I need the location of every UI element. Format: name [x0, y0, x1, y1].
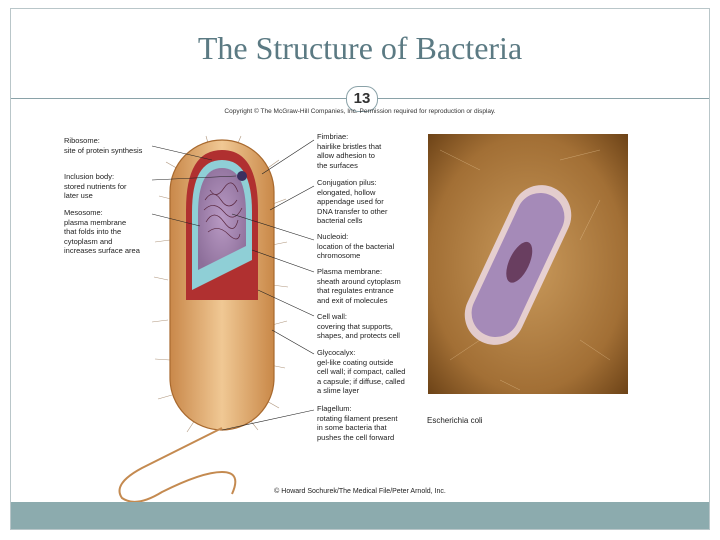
label-text: increases surface area	[64, 246, 140, 255]
photo-credit: © Howard Sochurek/The Medical File/Peter…	[274, 488, 446, 495]
label-text: in some bacteria that	[317, 423, 387, 432]
label-heading: Flagellum:	[317, 404, 352, 413]
label-text: plasma membrane	[64, 217, 127, 227]
micrograph-cell	[464, 185, 572, 345]
label-text: stored nutrients for	[64, 181, 127, 191]
label-text: elongated, hollow	[317, 187, 376, 197]
label-text: location of the bacterial	[317, 241, 395, 251]
label-heading: Glycocalyx:	[317, 348, 356, 357]
label-inclusion-body: Inclusion body: stored nutrients for lat…	[64, 172, 127, 201]
label-text: DNA transfer to other	[317, 206, 388, 216]
copyright-notice: Copyright © The McGraw-Hill Companies, I…	[224, 108, 496, 115]
leader-lines	[151, 139, 315, 431]
label-nucleoid: Nucleoid: location of the bacterial chro…	[317, 232, 394, 261]
label-text: a slime layer	[317, 386, 360, 395]
label-heading: Inclusion body:	[64, 172, 115, 181]
nucleoid-strands	[203, 182, 243, 240]
label-plasma-membrane: Plasma membrane: sheath around cytoplasm…	[317, 267, 401, 305]
label-text: a capsule; if diffuse, called	[317, 376, 405, 386]
page-number-badge: 13	[346, 86, 378, 112]
label-text: bacterial cells	[317, 216, 363, 225]
label-text: that regulates entrance	[317, 286, 394, 295]
label-text: covering that supports,	[317, 321, 393, 331]
flagellum-shape	[118, 427, 237, 503]
footer-bar	[11, 502, 709, 529]
label-heading: Nucleoid:	[317, 232, 349, 241]
label-text: cell wall; if compact, called	[317, 367, 406, 376]
label-glycocalyx: Glycocalyx: gel-like coating outside cel…	[317, 348, 405, 396]
label-text: gel-like coating outside	[317, 357, 394, 367]
micrograph-caption: Escherichia coli	[427, 416, 483, 425]
label-text: rotating filament present	[317, 413, 398, 423]
label-flagellum: Flagellum: rotating filament present in …	[317, 404, 397, 442]
label-text: that folds into the	[64, 227, 122, 236]
label-ribosome: Ribosome: site of protein synthesis	[64, 136, 142, 155]
label-cell-wall: Cell wall: covering that supports, shape…	[317, 312, 400, 341]
label-text: site of protein synthesis	[64, 145, 143, 155]
label-text: appendage used for	[317, 197, 384, 206]
label-heading: Mesosome:	[64, 208, 103, 217]
label-conjugation-pilus: Conjugation pilus: elongated, hollow app…	[317, 178, 387, 226]
label-heading: Ribosome:	[64, 136, 100, 145]
label-mesosome: Mesosome: plasma membrane that folds int…	[64, 208, 140, 256]
label-heading: Plasma membrane:	[317, 267, 383, 276]
label-text: later use	[64, 191, 93, 200]
label-text: allow adhesion to	[317, 151, 375, 160]
label-text: the surfaces	[317, 160, 358, 170]
label-text: sheath around cytoplasm	[317, 276, 401, 286]
label-text: cytoplasm and	[64, 236, 113, 246]
label-fimbriae: Fimbriae: hairlike bristles that allow a…	[317, 132, 381, 170]
label-text: hairlike bristles that	[317, 141, 382, 151]
micrograph-texture	[439, 149, 611, 391]
slide-title: The Structure of Bacteria	[197, 30, 523, 66]
label-text: shapes, and protects cell	[317, 331, 400, 340]
label-heading: Fimbriae:	[317, 132, 349, 141]
label-text: pushes the cell forward	[317, 432, 395, 442]
label-heading: Cell wall:	[317, 312, 348, 321]
label-text: and exit of molecules	[317, 295, 388, 305]
inclusion-body-shape	[237, 171, 247, 181]
label-heading: Conjugation pilus:	[317, 178, 377, 187]
label-text: chromosome	[317, 251, 361, 260]
